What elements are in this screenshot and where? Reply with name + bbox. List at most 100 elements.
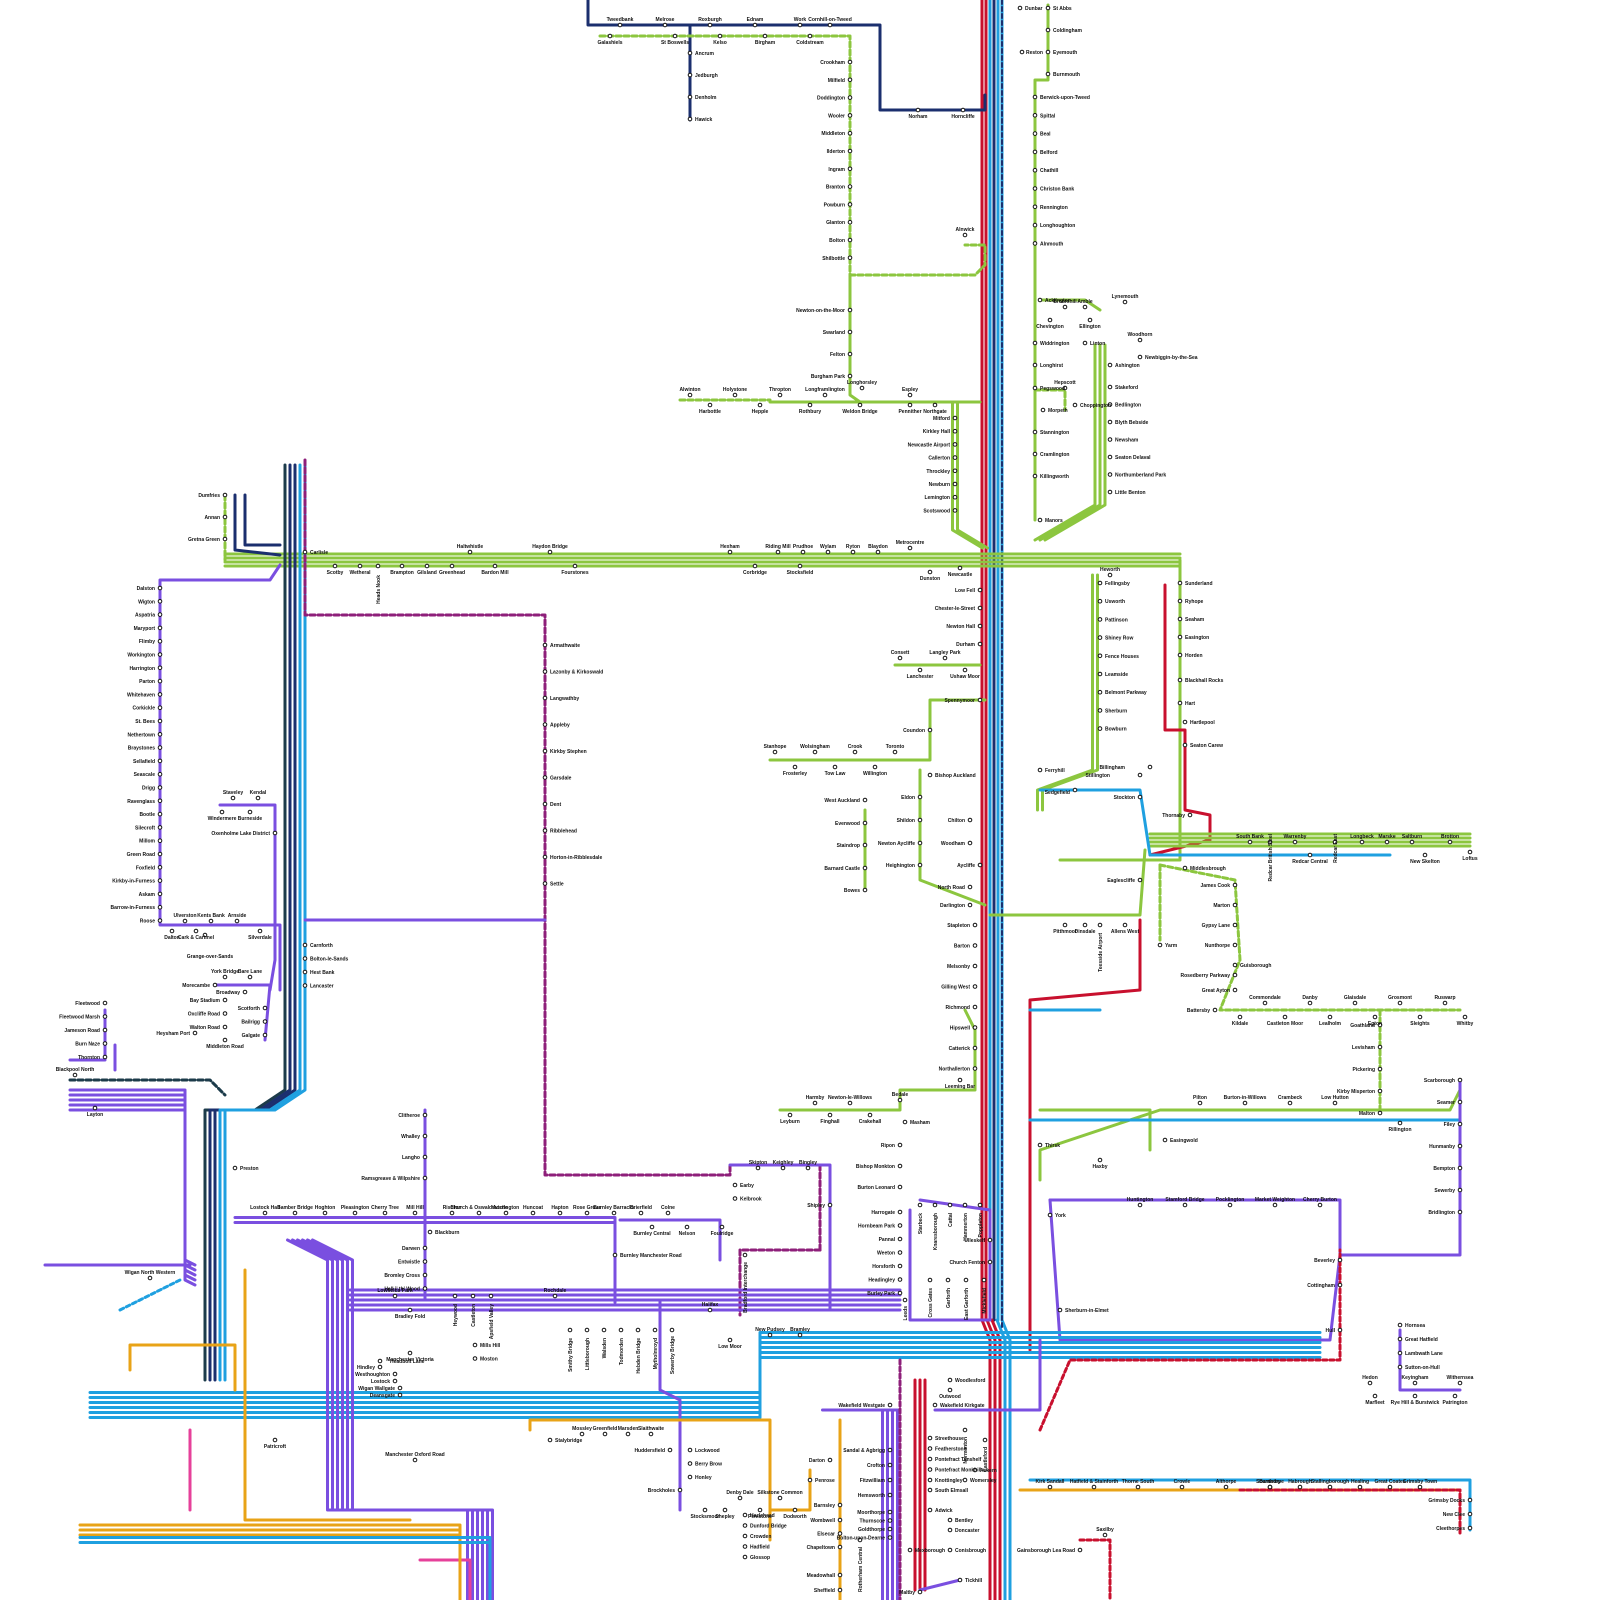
station-marker[interactable] xyxy=(572,563,578,569)
station-marker[interactable] xyxy=(1107,572,1113,578)
station-label[interactable]: Bromley Cross xyxy=(384,1273,420,1279)
station-label[interactable]: Langley Park xyxy=(929,650,960,656)
station-marker[interactable] xyxy=(1452,1393,1458,1399)
station-marker[interactable] xyxy=(792,1507,798,1513)
station-marker[interactable] xyxy=(672,33,678,39)
station-label[interactable]: Gypsy Lane xyxy=(1202,923,1231,929)
station-label[interactable]: Coundon xyxy=(903,728,925,734)
station-label[interactable]: Hammerton xyxy=(963,1213,969,1241)
station-label[interactable]: Corbridge xyxy=(743,570,767,576)
station-label[interactable]: Sellafield xyxy=(133,759,155,765)
station-marker[interactable] xyxy=(1457,1077,1463,1083)
station-marker[interactable] xyxy=(612,1252,618,1258)
station-label[interactable]: Chapeltown xyxy=(807,1545,835,1551)
station-marker[interactable] xyxy=(737,1495,743,1501)
station-marker[interactable] xyxy=(987,1259,993,1265)
station-marker[interactable] xyxy=(222,514,228,520)
station-marker[interactable] xyxy=(222,1037,228,1043)
station-marker[interactable] xyxy=(727,549,733,555)
station-marker[interactable] xyxy=(202,932,208,938)
station-marker[interactable] xyxy=(907,545,913,551)
station-marker[interactable] xyxy=(1032,204,1038,210)
station-label[interactable]: Knaresborough xyxy=(933,1213,939,1250)
station-label[interactable]: Hindley xyxy=(357,1365,375,1371)
station-label[interactable]: Carnforth xyxy=(310,943,333,949)
station-marker[interactable] xyxy=(825,549,831,555)
station-marker[interactable] xyxy=(1107,454,1113,460)
station-label[interactable]: Newton Hall xyxy=(946,624,975,630)
station-label[interactable]: Crowden xyxy=(750,1534,771,1540)
station-label[interactable]: Scotforth xyxy=(238,1006,260,1012)
station-marker[interactable] xyxy=(927,1477,933,1483)
station-label[interactable]: Blackhall Rocks xyxy=(1185,678,1224,684)
station-label[interactable]: Killingworth xyxy=(1040,474,1069,480)
station-marker[interactable] xyxy=(862,887,868,893)
station-label[interactable]: Pontefract Tanshelf xyxy=(935,1457,982,1463)
station-label[interactable]: Marske xyxy=(1378,834,1395,840)
station-label[interactable]: Foulridge xyxy=(711,1231,734,1237)
station-marker[interactable] xyxy=(1062,304,1068,310)
station-marker[interactable] xyxy=(847,255,853,261)
station-marker[interactable] xyxy=(377,1364,383,1370)
station-label[interactable]: Bradley Fold xyxy=(395,1314,425,1320)
station-label[interactable]: Longhorsley xyxy=(847,380,877,386)
station-marker[interactable] xyxy=(1397,1120,1403,1126)
station-label[interactable]: Manchester Oxford Road xyxy=(385,1452,444,1458)
station-marker[interactable] xyxy=(1032,385,1038,391)
station-label[interactable]: Fourstones xyxy=(561,570,588,576)
station-label[interactable]: Market Weighton xyxy=(1255,1197,1295,1203)
station-label[interactable]: Askern xyxy=(980,1468,997,1474)
station-label[interactable]: Halifax xyxy=(702,1302,719,1308)
station-marker[interactable] xyxy=(601,1327,607,1333)
station-label[interactable]: Stocksfield xyxy=(787,570,814,576)
station-marker[interactable] xyxy=(917,1202,923,1208)
station-marker[interactable] xyxy=(972,943,978,948)
station-marker[interactable] xyxy=(827,1457,833,1463)
station-label[interactable]: Walsden xyxy=(602,1338,608,1358)
station-marker[interactable] xyxy=(1177,634,1183,640)
station-marker[interactable] xyxy=(1077,1547,1083,1553)
station-label[interactable]: Northgate xyxy=(923,409,947,415)
station-label[interactable]: Sedgefield xyxy=(1045,790,1070,796)
station-label[interactable]: Flimby xyxy=(139,639,155,645)
station-label[interactable]: Bishop Monkton xyxy=(856,1164,895,1170)
station-label[interactable]: Mill Hill xyxy=(406,1205,424,1211)
station-label[interactable]: Wigan Wallgate xyxy=(358,1386,395,1392)
station-marker[interactable] xyxy=(892,749,898,755)
station-label[interactable]: Thurnscoe xyxy=(859,1519,885,1525)
station-label[interactable]: Throckley xyxy=(926,469,950,475)
station-marker[interactable] xyxy=(752,22,758,28)
station-marker[interactable] xyxy=(1397,1322,1403,1328)
station-label[interactable]: Leamside xyxy=(1105,672,1128,678)
station-label[interactable]: Westhoughton xyxy=(355,1372,390,1378)
station-label[interactable]: Maryport xyxy=(134,626,156,632)
station-label[interactable]: Bowburn xyxy=(1105,727,1127,733)
station-label[interactable]: Cornhill-on-Tweed xyxy=(808,17,852,23)
station-label[interactable]: Ingram xyxy=(828,167,845,173)
station-marker[interactable] xyxy=(157,652,163,657)
station-marker[interactable] xyxy=(1337,1257,1343,1263)
station-marker[interactable] xyxy=(875,549,881,555)
station-label[interactable]: Ashington xyxy=(1115,363,1140,369)
station-label[interactable]: Seaton Carew xyxy=(1190,743,1223,749)
station-label[interactable]: Stamford Bridge xyxy=(1165,1197,1204,1203)
station-marker[interactable] xyxy=(897,1277,903,1282)
station-label[interactable]: Durham xyxy=(956,642,975,648)
station-marker[interactable] xyxy=(1179,1484,1185,1490)
station-marker[interactable] xyxy=(952,494,958,500)
station-label[interactable]: Sandal & Agbrigg xyxy=(843,1448,885,1454)
station-label[interactable]: Featherstone xyxy=(935,1447,967,1453)
station-label[interactable]: Heworth xyxy=(1100,567,1120,573)
station-label[interactable]: Mexborough xyxy=(915,1548,945,1554)
station-marker[interactable] xyxy=(230,795,236,801)
station-label[interactable]: Stocksmoor xyxy=(691,1514,720,1520)
station-label[interactable]: Lostock Hall xyxy=(250,1205,280,1211)
station-marker[interactable] xyxy=(547,549,553,555)
station-label[interactable]: Scarborough xyxy=(1424,1078,1455,1084)
station-marker[interactable] xyxy=(1122,299,1128,305)
station-label[interactable]: Silkstone Common xyxy=(757,1490,802,1496)
station-marker[interactable] xyxy=(157,678,163,684)
station-marker[interactable] xyxy=(1072,787,1078,793)
station-marker[interactable] xyxy=(412,1457,418,1463)
station-marker[interactable] xyxy=(987,1237,993,1243)
